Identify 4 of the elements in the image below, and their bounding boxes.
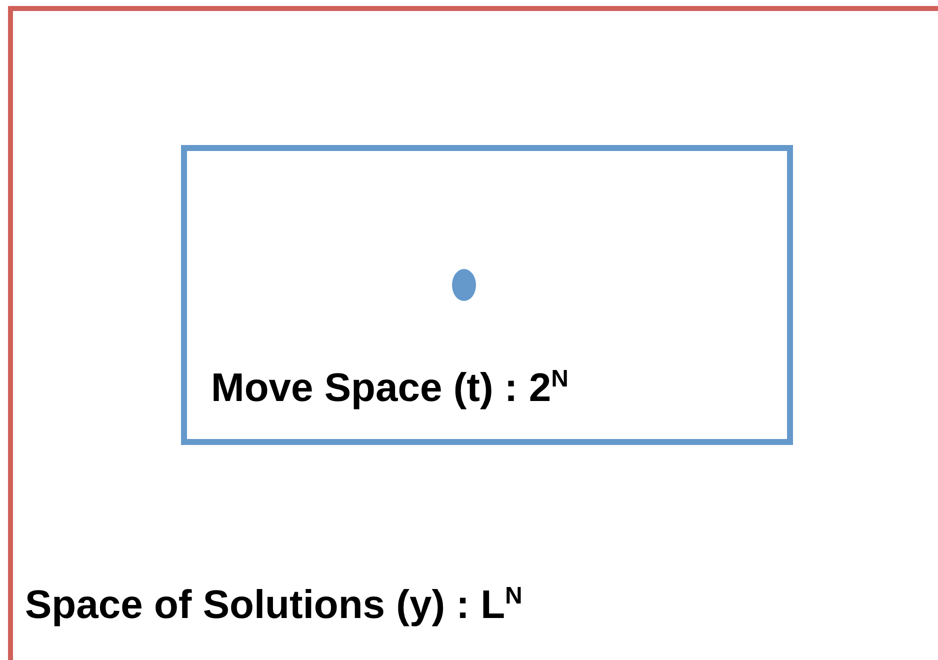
region-box [8,6,938,660]
region-label: Move Space (t) : 2$^{N}$ [211,366,568,410]
region-box [181,145,793,445]
region-label: Space of Solutions (y) : L$^{N}$ [25,583,522,627]
